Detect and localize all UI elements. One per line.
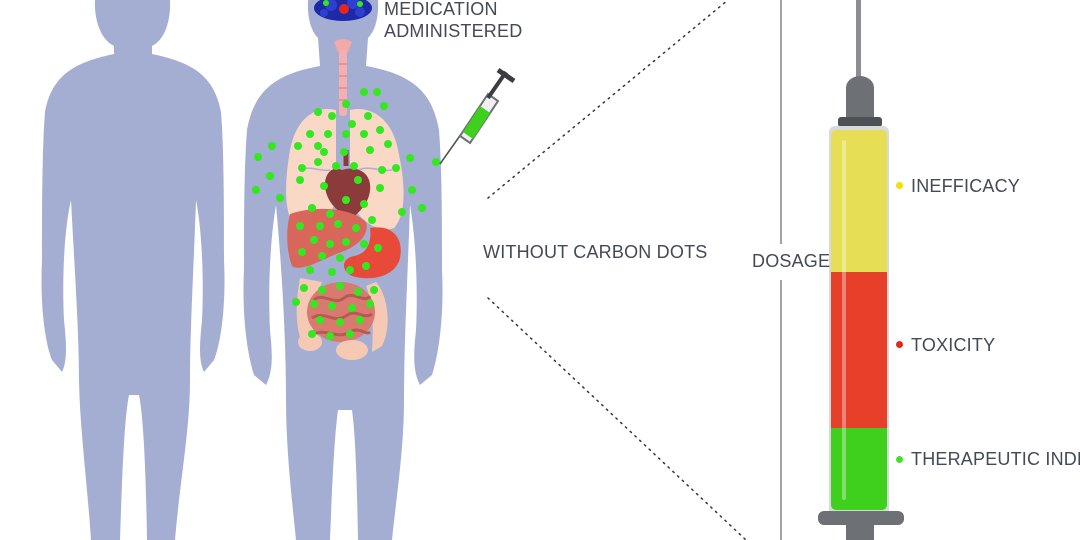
medication-dot [370,286,378,294]
dosage-label: DOSAGE [752,251,831,271]
small-syringe-icon [439,67,516,165]
large-syringe [818,0,904,540]
medication-dot [366,146,374,154]
medication-label-line1: MEDICATION [384,0,498,19]
legend-label: TOXICITY [911,335,996,355]
without-carbon-dots-label: WITHOUT CARBON DOTS [483,242,708,262]
syringe-inefficacy-zone [831,130,887,272]
medication-dot [326,210,334,218]
medication-dot [308,204,316,212]
medication-dot [314,142,322,150]
medication-dot [398,208,406,216]
medication-dot [296,222,304,230]
medication-dot [336,282,344,290]
medication-dot [298,248,306,256]
medication-dot [294,142,302,150]
medication-dot [318,286,326,294]
brain [314,0,372,21]
dotted-guide-lines [487,0,747,540]
medication-dot [348,120,356,128]
medication-dot [306,266,314,274]
medication-dot [306,130,314,138]
medication-dot [310,300,318,308]
medication-dot [326,240,334,248]
medication-dot [266,172,274,180]
medication-dot [360,88,368,96]
medication-dot [354,288,362,296]
medication-dot [346,330,354,338]
medication-dot [320,148,328,156]
medication-dot [318,252,326,260]
medication-dot [364,112,372,120]
medication-dot [298,164,306,172]
legend-label: INEFFICACY [911,176,1021,196]
medication-dot [296,176,304,184]
medication-dot [376,126,384,134]
medication-dot [268,142,276,150]
medication-dot [373,88,381,96]
medication-dot [418,204,426,212]
medication-dot [328,302,336,310]
medication-dots [252,88,440,340]
medication-dot [362,262,370,270]
medication-dot [316,222,324,230]
medication-dot [368,216,376,224]
silhouette-left [41,0,225,540]
medication-dot [384,140,392,148]
medication-dot [308,330,316,338]
medication-dot [346,266,354,274]
medication-dot [342,196,350,204]
medication-dot [432,158,440,166]
medication-dot [366,300,374,308]
syringe-therapeutic-zone [831,428,887,510]
syringe-toxicity-zone [831,272,887,428]
medication-dot [340,148,348,156]
medication-dot [356,316,364,324]
medication-dot [254,153,262,161]
trachea [334,39,352,116]
medication-dot [300,284,308,292]
medication-dot [360,200,368,208]
legend-label: THERAPEUTIC INDEX [911,449,1080,469]
medication-dot [314,158,322,166]
medication-dot [342,238,350,246]
medication-dot [276,194,284,202]
medication-dot [406,154,414,162]
medication-dot [376,184,384,192]
medication-dot [324,130,332,138]
medication-dot [252,186,260,194]
medication-dot [336,254,344,262]
medication-dot [334,220,342,228]
medication-dot [360,240,368,248]
red-dot-icon [896,341,903,348]
green-dot-icon [896,456,903,463]
medication-dot [332,162,340,170]
medication-dot [316,316,324,324]
medication-dot [360,130,368,138]
medication-dot [310,236,318,244]
yellow-dot-icon [896,182,903,189]
medication-dot [336,318,344,326]
intestines [296,278,388,360]
medication-dot [348,304,356,312]
medication-dot [342,100,350,108]
medication-dot [352,224,360,232]
medication-dot [378,166,386,174]
medication-dot [292,298,300,306]
medication-dot [408,186,416,194]
medication-dot [392,164,400,172]
medication-dot [350,162,358,170]
abdominal-organs [287,208,401,279]
medication-label-line2: ADMINISTERED [384,21,523,41]
medication-dot [328,112,336,120]
medication-dot [342,130,350,138]
medication-dot [326,332,334,340]
medication-dot [320,182,328,190]
medication-dot [328,268,336,276]
medication-dot [314,108,322,116]
medication-dot [354,176,362,184]
medication-dot [374,244,382,252]
medication-dot [380,102,388,110]
